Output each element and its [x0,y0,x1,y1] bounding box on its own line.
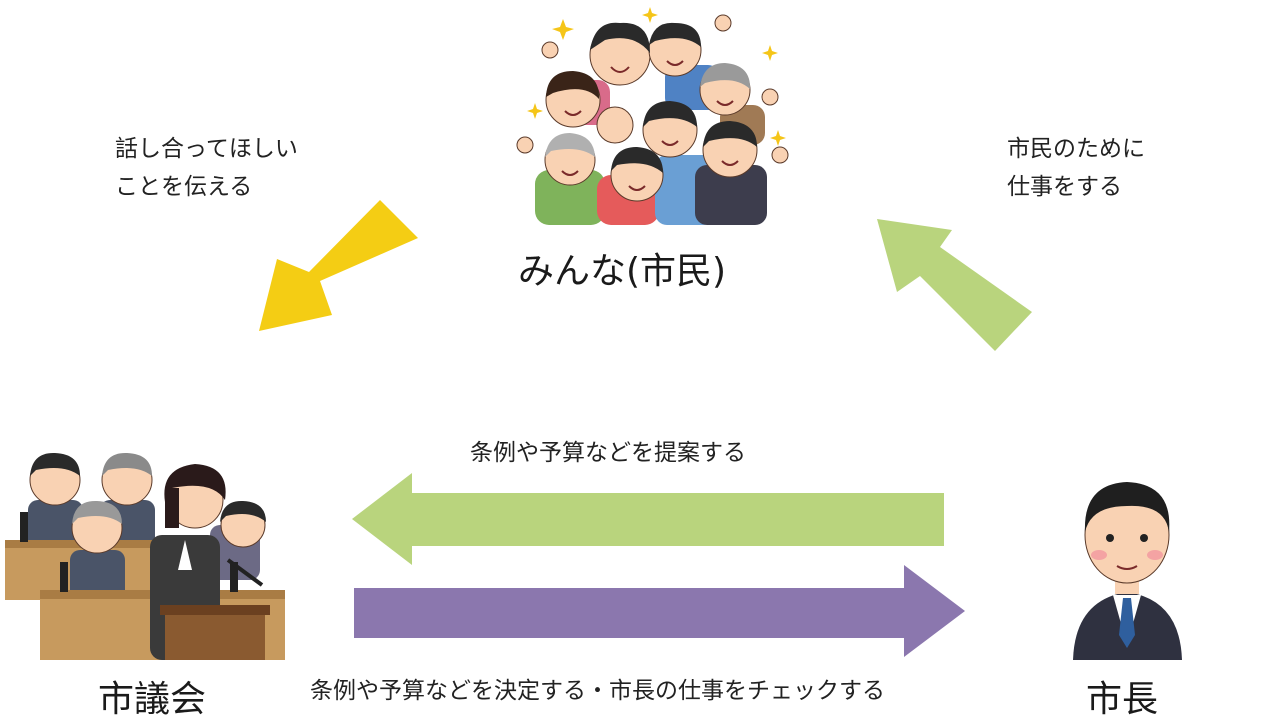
citizens-to-council-line-1: 話し合ってほしい [115,136,298,162]
mayor-to-council-label: 条例や予算などを提案する [470,440,746,466]
arrow-council-to-mayor [354,565,965,657]
council-label: 市議会 [98,679,207,720]
mayor-to-citizens-line-1: 市民のために [1007,136,1145,162]
mayor-to-citizens-label: 市民のために 仕事をする [1007,130,1145,206]
citizens-to-council-line-2: ことを伝える [115,174,253,200]
mayor-to-citizens-line-2: 仕事をする [1007,174,1122,200]
city-council-assembly-icon [5,452,285,660]
citizens-to-council-label: 話し合ってほしい ことを伝える [115,130,298,206]
arrow-mayor-to-council [352,473,944,565]
mayor-icon [1073,482,1182,660]
mayor-label: 市長 [1086,679,1159,720]
arrow-mayor-to-citizens [877,219,1032,351]
crowd-of-citizens-icon [516,7,789,225]
citizens-label: みんな(市民) [518,251,727,292]
arrow-citizens-to-council [259,200,418,331]
council-to-mayor-label: 条例や予算などを決定する・市長の仕事をチェックする [310,678,885,704]
